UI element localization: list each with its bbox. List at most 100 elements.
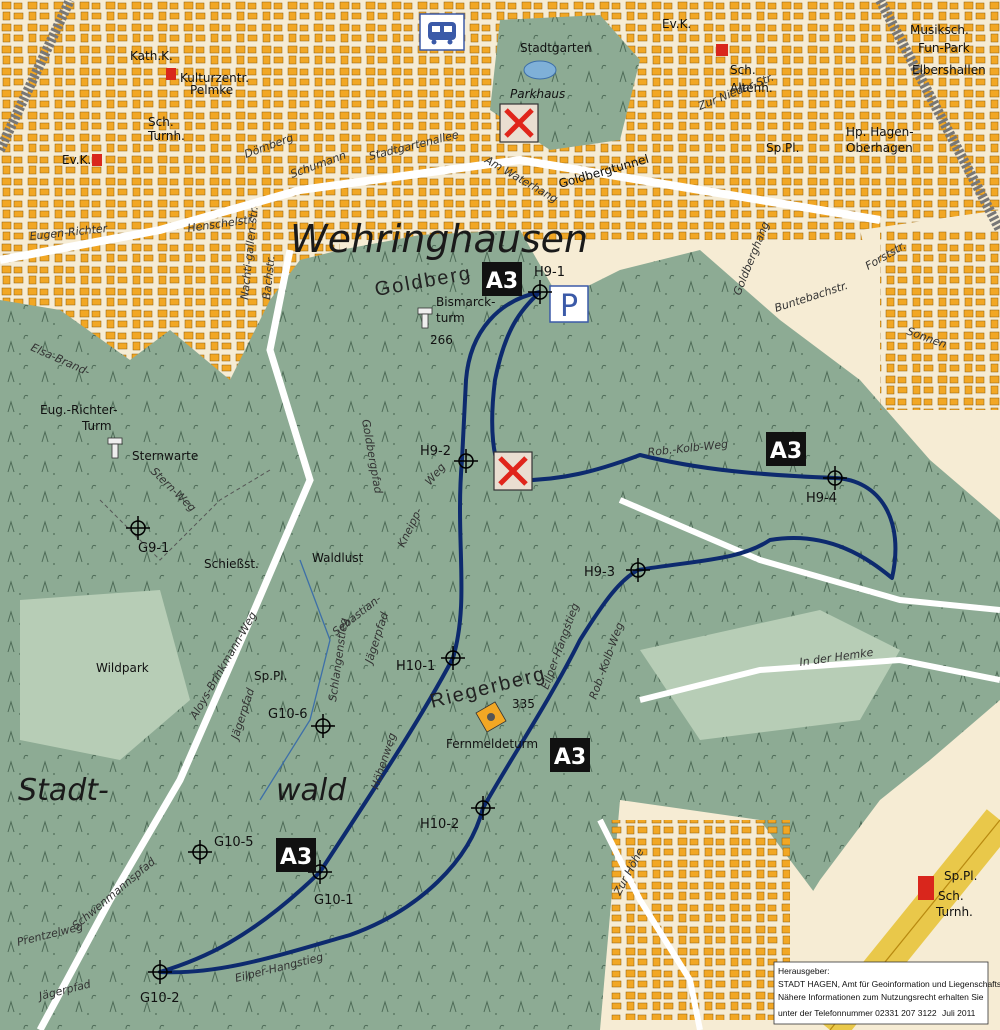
imprint-box: Herausgeber: STADT HAGEN, Amt für Geoinf… (773, 961, 1000, 1025)
station-label-h9-1: H9-1 (534, 265, 565, 280)
imprint-line3: Nähere Informationen zum Nutzungsrecht e… (778, 992, 984, 1002)
fernmelde-tower-icon (475, 701, 507, 733)
road-east (618, 497, 1000, 613)
clearing-east (640, 610, 900, 740)
urban-blocks-south-east (610, 820, 790, 1020)
richter-tower-icon (107, 437, 123, 459)
closed-marker-south[interactable] (493, 451, 533, 491)
station-label-g10-1: G10-1 (314, 893, 354, 908)
route-badge-4[interactable]: A3 (276, 838, 316, 872)
station-marker-g10-2[interactable] (148, 960, 172, 984)
landmark-fernmelde: Fernmeldeturm (446, 737, 538, 751)
bismarck-tower-icon (417, 307, 433, 329)
station-label-h9-3: H9-3 (584, 565, 615, 580)
stream (259, 559, 331, 801)
imprint-line2: STADT HAGEN, Amt für Geoinformation und … (778, 979, 1000, 989)
landmark-elbershallen: Elbershallen (912, 63, 986, 77)
station-label-h9-4: H9-4 (806, 491, 837, 506)
station-marker-g9-1[interactable] (126, 516, 150, 540)
imprint-date: Juli 2011 (942, 1008, 976, 1018)
station-label-g10-6: G10-6 (268, 707, 308, 722)
road-zurhoehe (597, 818, 703, 1030)
church-marker-sch (716, 44, 728, 56)
landmark-waldlust: Waldlust (312, 551, 364, 565)
landmark-sch-top: Sch. (730, 63, 756, 77)
station-label-g9-1: G9-1 (138, 541, 169, 556)
station-marker-h9-1[interactable] (528, 280, 552, 304)
landmark-turnh-left: Turnh. (147, 129, 185, 143)
road-hemke (639, 656, 1000, 703)
closed-marker-parkhaus[interactable] (499, 103, 539, 143)
landmark-fernmelde-alt: 335 (512, 697, 535, 711)
route-badge-1[interactable]: A3 (482, 262, 522, 296)
route-a3[interactable] (158, 290, 898, 975)
route-badge-label: A3 (486, 269, 518, 294)
parking-letter: P (560, 289, 578, 324)
station-marker-h10-2[interactable] (471, 796, 495, 820)
landmark-musiksch: Musiksch. (910, 23, 969, 37)
landmark-evk-top: Ev.K. (662, 17, 691, 31)
parking-sign[interactable]: P (549, 285, 589, 324)
landmark-turnh-se: Turnh. (935, 905, 973, 919)
landmark-sppl-se: Sp.Pl. (944, 869, 977, 883)
route-badge-label: A3 (280, 845, 312, 870)
landmark-kultur-1: Kulturzentr. (180, 71, 249, 85)
landmark-stadtgarten: Stadtgarten (520, 41, 592, 55)
station-label-g10-2: G10-2 (140, 991, 180, 1006)
landmark-richter: Eug.-Richter- (40, 403, 117, 417)
landmark-richter-2: Turm (81, 419, 112, 433)
station-marker-h9-2[interactable] (454, 449, 478, 473)
route-a3-line (158, 290, 898, 975)
landmark-kathk: Kath.K. (130, 49, 173, 63)
route-badge-label: A3 (770, 439, 802, 464)
landmark-sppl-top: Sp.Pl. (766, 141, 799, 155)
church-marker-ev (92, 154, 102, 166)
landmark-parkhaus: Parkhaus (510, 87, 565, 101)
trail-dashed (99, 469, 271, 561)
landmark-sch-se: Sch. (938, 889, 964, 903)
bus-icon (428, 22, 456, 45)
landmark-bismarck-alt: 266 (430, 333, 453, 347)
landmark-kultur-2: Pelmke (190, 83, 233, 97)
station-marker-h10-1[interactable] (441, 646, 465, 670)
landmark-hagen-ober-2: Oberhagen (846, 141, 913, 155)
station-label-g10-5: G10-5 (214, 835, 254, 850)
station-marker-g10-5[interactable] (188, 840, 212, 864)
station-marker-g10-6[interactable] (311, 714, 335, 738)
landmark-altenh: Altenh. (730, 81, 773, 95)
landmark-wildpark: Wildpark (96, 661, 149, 675)
district-name: Wehringhausen (290, 217, 588, 261)
railway-left (0, 0, 75, 153)
urban-blocks-east (880, 230, 1000, 410)
station-label-h9-2: H9-2 (420, 444, 451, 459)
route-badge-label: A3 (554, 745, 586, 770)
street-bachstr: Bachstr. (260, 255, 278, 300)
railway-right (875, 0, 1000, 233)
church-marker-se (918, 876, 934, 900)
landmark-sternwarte: Sternwarte (132, 449, 198, 463)
landmark-evk-left: Ev.K. (62, 153, 91, 167)
landmark-bismarck: Bismarck- (436, 295, 495, 309)
main-road-west (0, 155, 881, 264)
imprint-line1: Herausgeber: (778, 966, 830, 976)
landmark-schiessst: Schießst. (204, 557, 259, 571)
pond (523, 60, 557, 80)
route-badge-3[interactable]: A3 (550, 738, 590, 772)
landmark-sch-left: Sch. (148, 115, 174, 129)
main-road-valley (36, 249, 314, 1030)
landmark-hagen-ober-1: Hp. Hagen- (846, 125, 914, 139)
bus-stop[interactable] (419, 13, 465, 51)
station-marker-h9-3[interactable] (626, 558, 650, 582)
church-marker-kath (166, 68, 176, 80)
station-label-h10-1: H10-1 (396, 659, 435, 674)
imprint-line4: unter der Telefonnummer 02331 207 3122 (778, 1008, 937, 1018)
area-stadtwald-1: Stadt- (18, 773, 109, 808)
landmark-bismarck-2: turm (436, 311, 465, 325)
landmark-sppl: Sp.Pl. (254, 669, 287, 683)
station-markers (126, 280, 847, 984)
clearing-wildpark (20, 590, 190, 760)
station-marker-h9-4[interactable] (823, 466, 847, 490)
route-badge-2[interactable]: A3 (766, 432, 806, 466)
area-stadtwald-2: wald (276, 773, 347, 808)
